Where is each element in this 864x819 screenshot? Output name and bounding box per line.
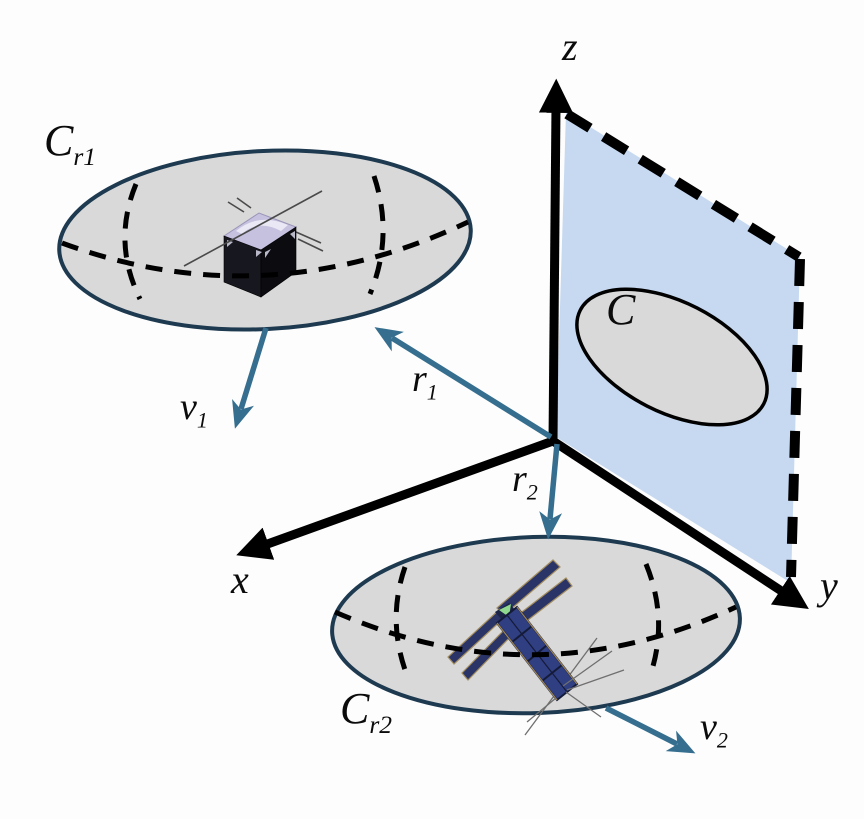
vector-r1-arrow xyxy=(374,327,553,440)
disk2-base-text: C xyxy=(340,684,370,733)
v1-sub-text: 1 xyxy=(196,407,208,433)
axis-x-arrow xyxy=(236,436,555,560)
label-vector-v1: v1 xyxy=(180,386,208,431)
uncertainty-disk-1 xyxy=(57,148,473,332)
satellite-1-solar-dome xyxy=(236,219,288,234)
vector-v1-arrow xyxy=(232,327,269,429)
projected-region-c-ellipse xyxy=(575,287,769,427)
plane-dashed-edge-top xyxy=(564,109,802,262)
label-axis-x: x xyxy=(231,560,249,600)
satellite-1-antennas xyxy=(227,197,324,252)
label-vector-r1: r1 xyxy=(412,358,438,403)
vector-r2-arrow xyxy=(539,443,563,540)
axis-y-text: y xyxy=(820,563,838,608)
r1-sub-text: 1 xyxy=(426,379,438,405)
r1-base-text: r xyxy=(412,358,427,400)
satellite-1-long-boom xyxy=(183,190,323,267)
disk-2-dashed-arcs xyxy=(333,563,738,679)
axis-y-arrow xyxy=(550,437,809,610)
disk1-base-text: C xyxy=(44,116,74,165)
disk-2-meridian-right xyxy=(643,563,662,677)
label-plane-region-c: C xyxy=(606,288,635,332)
coordinate-axes xyxy=(236,78,809,610)
disk2-sub-text: r2 xyxy=(369,709,393,739)
disk-1-equator-arc xyxy=(61,219,470,279)
label-axis-z: z xyxy=(562,27,578,67)
disk-2-ellipse xyxy=(330,534,742,716)
label-vector-r2: r2 xyxy=(512,458,538,503)
satellite-1-cubesat xyxy=(183,190,324,298)
plane-dashed-edge-right xyxy=(786,258,805,578)
label-disk2: Cr2 xyxy=(340,684,392,738)
satellite-1-rail-details xyxy=(227,231,295,258)
v2-sub-text: 2 xyxy=(716,727,728,753)
disk-2-equator-arc xyxy=(333,604,738,658)
disk-1-meridian-right xyxy=(367,175,386,295)
vector-v2-arrow xyxy=(604,705,696,754)
disk1-sub-text: r1 xyxy=(73,141,97,171)
v1-base-text: v xyxy=(180,386,197,428)
label-vector-v2: v2 xyxy=(700,706,728,751)
axis-z-arrow xyxy=(538,78,574,442)
label-disk1: Cr1 xyxy=(44,116,96,170)
satellite-2-antennas xyxy=(526,650,625,723)
disk-1-meridian-left xyxy=(122,183,143,301)
v2-base-text: v xyxy=(700,706,717,748)
state-vectors xyxy=(232,327,696,754)
plane-region-text: C xyxy=(606,285,636,334)
disk-1-dashed-arcs xyxy=(61,175,470,301)
r2-base-text: r xyxy=(512,458,527,500)
label-axis-y: y xyxy=(820,566,838,606)
uncertainty-disk-2 xyxy=(330,534,742,736)
axis-x-text: x xyxy=(231,557,249,602)
axis-z-text: z xyxy=(562,24,578,69)
r2-sub-text: 2 xyxy=(526,479,538,505)
projection-plane xyxy=(556,109,805,583)
disk-2-meridian-left xyxy=(393,566,411,679)
satellite-2-body-trim xyxy=(496,606,578,701)
